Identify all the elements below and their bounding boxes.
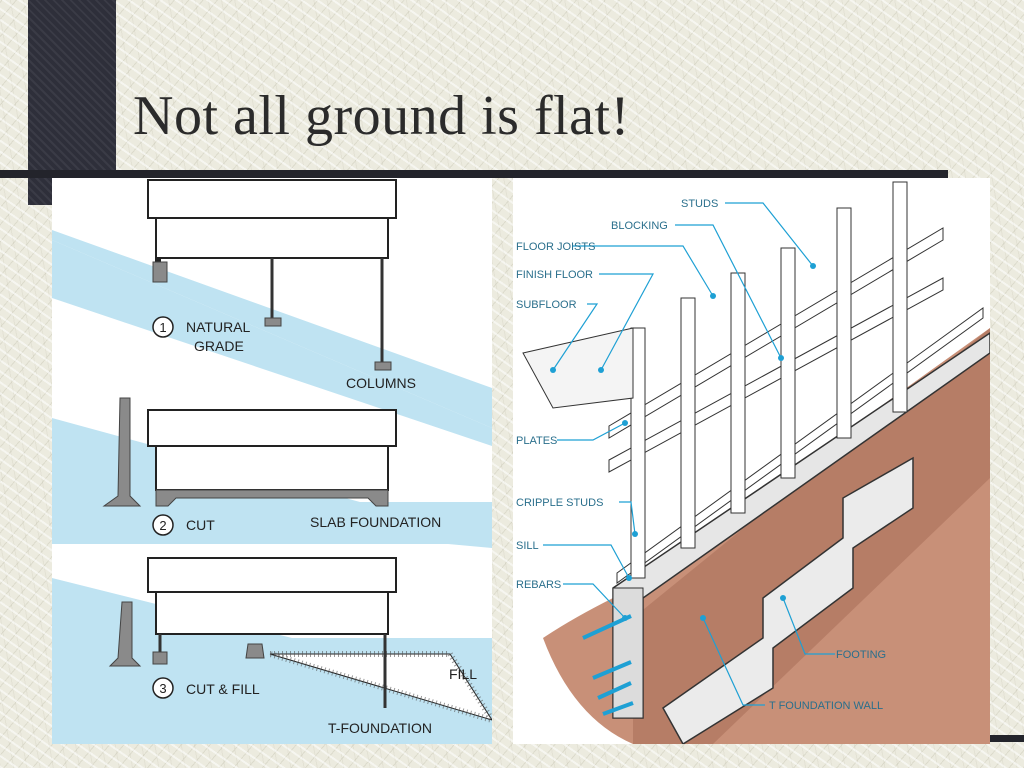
wall-framing-svg: STUDS BLOCKING FLOOR JOISTS FINISH FLOOR… (516, 181, 990, 744)
label-t-foundation-wall: T FOUNDATION WALL (769, 700, 883, 712)
foundation-types-svg: 1 NATURAL GRADE COLUMNS 2 CUT SLAB FOUND… (52, 179, 492, 744)
case1-label: NATURAL (186, 319, 251, 335)
house1-body (155, 217, 389, 259)
case2-label: CUT (186, 517, 215, 533)
label-floor-joists: FLOOR JOISTS (516, 241, 595, 253)
slab-foundation-label: SLAB FOUNDATION (310, 514, 441, 530)
slide-title: Not all ground is flat! (133, 85, 630, 147)
title-underline-rule (0, 170, 948, 178)
house3-roof (147, 557, 397, 593)
sill (616, 307, 984, 584)
label-cripple-studs: CRIPPLE STUDS (516, 497, 603, 509)
house2-body (155, 445, 389, 491)
label-finish-floor: FINISH FLOOR (516, 269, 593, 281)
wall-framing-diagram: STUDS BLOCKING FLOOR JOISTS FINISH FLOOR… (513, 178, 990, 744)
subfloor-edge (522, 327, 634, 409)
case3-label: CUT & FILL (186, 681, 260, 697)
label-plates: PLATES (516, 435, 557, 447)
case2-number-circle (152, 514, 174, 536)
case2-number: 2 (159, 518, 166, 533)
label-footing: FOOTING (836, 649, 886, 661)
case1-number: 1 (159, 320, 166, 335)
columns-label: COLUMNS (346, 375, 416, 391)
t-footing-mid (245, 643, 265, 659)
label-blocking: BLOCKING (611, 220, 668, 232)
studs-group (630, 181, 908, 579)
case1-number-circle (152, 316, 174, 338)
leader-lines (543, 202, 835, 706)
house1-roof (147, 179, 397, 219)
wall-section (612, 587, 644, 719)
fill-label: FILL (449, 666, 477, 682)
case3-number: 3 (159, 681, 166, 696)
column1-footing (152, 261, 168, 283)
case3-number-circle (152, 677, 174, 699)
retaining-wall-2 (102, 397, 142, 507)
foundation-types-diagram: 1 NATURAL GRADE COLUMNS 2 CUT SLAB FOUND… (52, 178, 492, 744)
retaining-wall-3 (108, 601, 142, 667)
label-rebars: REBARS (516, 579, 561, 591)
t-foundation-label: T-FOUNDATION (328, 720, 432, 736)
grade-band-1b (52, 240, 492, 446)
house2-roof (147, 409, 397, 447)
label-subfloor: SUBFLOOR (516, 299, 577, 311)
case1-label-2: GRADE (194, 338, 244, 354)
label-sill: SILL (516, 540, 539, 552)
label-studs: STUDS (681, 198, 718, 210)
stepped-footing (662, 456, 914, 744)
bottom-rule (990, 735, 1024, 742)
house3-body (155, 591, 389, 635)
slab-foundation (155, 489, 389, 507)
